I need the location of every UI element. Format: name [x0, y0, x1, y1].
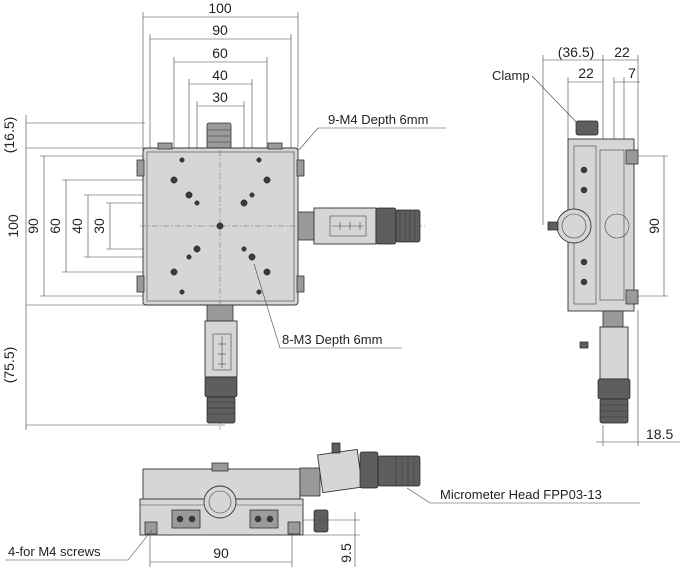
dim-h-100: 100	[208, 0, 232, 16]
dim-h-90: 90	[212, 22, 228, 38]
dim-v-165: (16.5)	[1, 117, 17, 154]
screws-label: 4-for M4 screws	[8, 544, 101, 559]
dim-v-90: 90	[25, 218, 41, 234]
clamp-label: Clamp	[492, 68, 530, 83]
front-dim-90: 90	[213, 545, 229, 561]
dim-h-30: 30	[212, 89, 228, 105]
dim-h-60: 60	[212, 45, 228, 61]
micrometer-head-label: Micrometer Head FPP03-13	[440, 487, 602, 502]
callout-m4-depth: 9-M4 Depth 6mm	[328, 112, 428, 127]
dim-v-60: 60	[47, 218, 63, 234]
m4-holes	[170, 176, 271, 276]
dim-365: (36.5)	[558, 44, 595, 60]
side-clamp-knob	[575, 120, 599, 136]
side-view: (36.5) 22 22 7 Clamp 9	[492, 44, 680, 446]
dim-95: 9.5	[338, 543, 354, 563]
dim-22-mid: 22	[578, 65, 594, 81]
dim-v-755: (75.5)	[1, 347, 17, 384]
dim-185: 18.5	[646, 426, 673, 442]
side-dim-90: 90	[646, 218, 662, 234]
dim-v-40: 40	[69, 218, 85, 234]
dim-7: 7	[628, 65, 636, 81]
callout-m3-depth: 8-M3 Depth 6mm	[282, 332, 382, 347]
m3-holes	[179, 157, 262, 295]
front-view: Micrometer Head FPP03-13 4-for M4 screws…	[5, 442, 640, 567]
top-view: 100 90 60 40 30 (16.5) 10	[1, 0, 446, 430]
front-dial	[203, 485, 237, 519]
top-right-micrometer	[297, 207, 421, 245]
dim-22-top: 22	[614, 44, 630, 60]
dim-v-30: 30	[91, 218, 107, 234]
top-vertical-dimensions: (16.5) 100 (75.5) 90 60 40 30	[1, 115, 225, 430]
top-bottom-micrometer	[204, 304, 238, 424]
dim-h-40: 40	[212, 67, 228, 83]
dim-v-100: 100	[5, 214, 21, 238]
